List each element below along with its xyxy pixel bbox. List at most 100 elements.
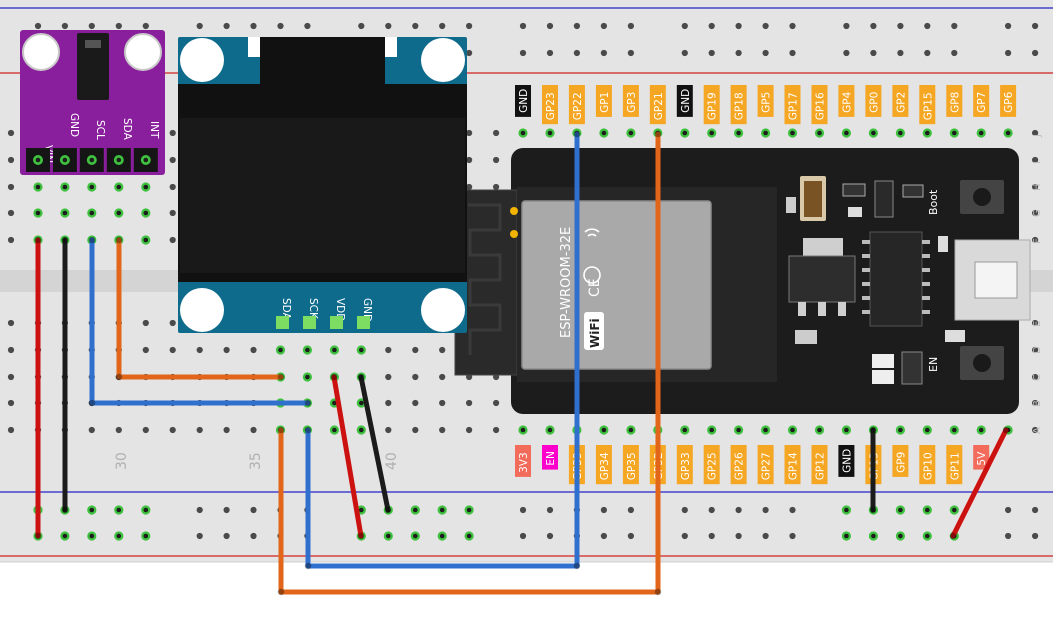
- rail-hole[interactable]: [223, 532, 230, 540]
- rail-hole[interactable]: [358, 22, 365, 30]
- breadboard-hole[interactable]: [169, 209, 176, 217]
- rail-hole[interactable]: [600, 22, 608, 30]
- rail-hole[interactable]: [546, 532, 554, 540]
- wire-orange-gp21[interactable]: [278, 131, 661, 595]
- boot-button-cap[interactable]: [973, 188, 991, 206]
- rail-hole[interactable]: [789, 506, 796, 514]
- breadboard-hole[interactable]: [223, 426, 230, 434]
- rail-hole[interactable]: [1032, 532, 1039, 540]
- rail-hole[interactable]: [843, 49, 850, 57]
- rail-hole[interactable]: [439, 22, 446, 30]
- rail-hole[interactable]: [681, 532, 688, 540]
- rail-hole[interactable]: [196, 22, 203, 30]
- rail-hole[interactable]: [466, 49, 473, 57]
- rail-hole[interactable]: [762, 506, 769, 514]
- breadboard-hole[interactable]: [493, 129, 500, 137]
- breadboard-hole[interactable]: [412, 346, 419, 354]
- breadboard-hole[interactable]: [169, 156, 176, 164]
- rail-hole[interactable]: [789, 49, 796, 57]
- rail-hole[interactable]: [1005, 532, 1012, 540]
- rail-hole[interactable]: [250, 532, 257, 540]
- rail-hole[interactable]: [88, 22, 95, 30]
- breadboard-hole[interactable]: [1032, 183, 1039, 191]
- breadboard-hole[interactable]: [7, 373, 15, 381]
- breadboard-hole[interactable]: [142, 319, 149, 327]
- breadboard-hole[interactable]: [1032, 236, 1039, 244]
- rail-hole[interactable]: [519, 22, 527, 30]
- breadboard-hole[interactable]: [223, 346, 230, 354]
- breadboard-hole[interactable]: [7, 183, 15, 191]
- rail-hole[interactable]: [870, 22, 877, 30]
- rail-hole[interactable]: [681, 22, 688, 30]
- rail-hole[interactable]: [843, 22, 850, 30]
- rail-hole[interactable]: [681, 506, 688, 514]
- rail-hole[interactable]: [573, 49, 581, 57]
- breadboard-hole[interactable]: [7, 236, 15, 244]
- breadboard-hole[interactable]: [250, 426, 257, 434]
- rail-hole[interactable]: [708, 506, 715, 514]
- rail-hole[interactable]: [34, 22, 42, 30]
- rail-hole[interactable]: [223, 506, 230, 514]
- rail-hole[interactable]: [196, 532, 203, 540]
- rail-hole[interactable]: [600, 532, 608, 540]
- breadboard-hole[interactable]: [412, 426, 419, 434]
- breadboard-hole[interactable]: [1032, 373, 1039, 381]
- wire-blue-scl[interactable]: [89, 237, 311, 406]
- en-button-cap[interactable]: [973, 354, 991, 372]
- rail-hole[interactable]: [1032, 49, 1039, 57]
- rail-hole[interactable]: [1032, 506, 1039, 514]
- wire-red-5v[interactable]: [950, 427, 1009, 539]
- breadboard-hole[interactable]: [1032, 319, 1039, 327]
- rail-hole[interactable]: [924, 22, 931, 30]
- breadboard-hole[interactable]: [466, 183, 473, 191]
- breadboard-hole[interactable]: [1032, 209, 1039, 217]
- rail-hole[interactable]: [735, 506, 742, 514]
- rail-hole[interactable]: [789, 22, 796, 30]
- rail-hole[interactable]: [277, 22, 284, 30]
- rail-hole[interactable]: [519, 506, 527, 514]
- breadboard-hole[interactable]: [1032, 156, 1039, 164]
- rail-hole[interactable]: [681, 49, 688, 57]
- breadboard-hole[interactable]: [439, 346, 446, 354]
- breadboard-hole[interactable]: [385, 426, 392, 434]
- rail-hole[interactable]: [412, 22, 419, 30]
- wire-orange-sda[interactable]: [116, 237, 284, 380]
- rail-hole[interactable]: [1032, 22, 1039, 30]
- breadboard-hole[interactable]: [493, 426, 500, 434]
- rail-hole[interactable]: [762, 49, 769, 57]
- rail-hole[interactable]: [870, 49, 877, 57]
- rail-hole[interactable]: [735, 22, 742, 30]
- breadboard-hole[interactable]: [493, 156, 500, 164]
- rail-hole[interactable]: [951, 22, 958, 30]
- breadboard-hole[interactable]: [142, 426, 149, 434]
- breadboard-hole[interactable]: [1032, 426, 1039, 434]
- breadboard-hole[interactable]: [169, 129, 176, 137]
- breadboard-hole[interactable]: [88, 426, 95, 434]
- rail-hole[interactable]: [61, 22, 68, 30]
- wire-blue-gp22[interactable]: [305, 131, 580, 569]
- breadboard-hole[interactable]: [466, 399, 473, 407]
- rail-hole[interactable]: [385, 22, 392, 30]
- rail-hole[interactable]: [708, 49, 715, 57]
- rail-hole[interactable]: [1005, 22, 1012, 30]
- breadboard-hole[interactable]: [196, 426, 203, 434]
- rail-hole[interactable]: [924, 49, 931, 57]
- rail-hole[interactable]: [627, 22, 635, 30]
- breadboard-hole[interactable]: [439, 373, 446, 381]
- breadboard-hole[interactable]: [7, 346, 15, 354]
- breadboard-hole[interactable]: [7, 209, 15, 217]
- breadboard-hole[interactable]: [7, 399, 15, 407]
- rail-hole[interactable]: [762, 22, 769, 30]
- breadboard-hole[interactable]: [385, 346, 392, 354]
- rail-hole[interactable]: [546, 22, 554, 30]
- rail-hole[interactable]: [223, 22, 230, 30]
- breadboard-hole[interactable]: [115, 426, 122, 434]
- rail-hole[interactable]: [1005, 49, 1012, 57]
- breadboard-hole[interactable]: [169, 183, 176, 191]
- breadboard-hole[interactable]: [7, 426, 15, 434]
- breadboard-hole[interactable]: [142, 346, 149, 354]
- breadboard-hole[interactable]: [196, 346, 203, 354]
- rail-hole[interactable]: [250, 506, 257, 514]
- breadboard-hole[interactable]: [493, 183, 500, 191]
- rail-hole[interactable]: [304, 22, 311, 30]
